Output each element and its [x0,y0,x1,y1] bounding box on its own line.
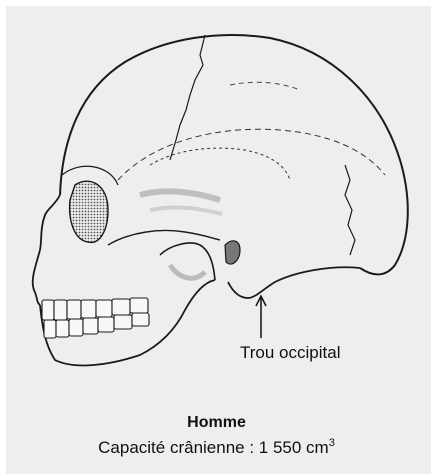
mastoid-process [225,241,240,264]
temporal-line [118,129,385,180]
coronal-suture [170,35,205,160]
coronoid-shading [170,265,205,278]
caption-title: Homme [0,414,433,432]
temporal-shading [150,207,222,214]
skull-base [228,267,360,298]
zygomatic-shading [140,191,220,200]
parietal-line [230,82,300,90]
brow-outline [40,195,60,250]
capacity-exponent: 3 [329,437,335,449]
upper-jaw-outline [33,250,40,305]
zygomatic-arch [108,231,220,245]
foramen-label: Trou occipital [240,343,340,363]
cranium-outline [60,35,408,274]
caption-capacity: Capacité crânienne : 1 550 cm3 [0,438,433,458]
eye-orbit [70,181,108,242]
capacity-text: Capacité crânienne : 1 550 cm [98,438,329,457]
lambdoid-suture [345,165,355,255]
squamosal-suture [150,148,290,180]
mandible-ramus [160,243,215,280]
